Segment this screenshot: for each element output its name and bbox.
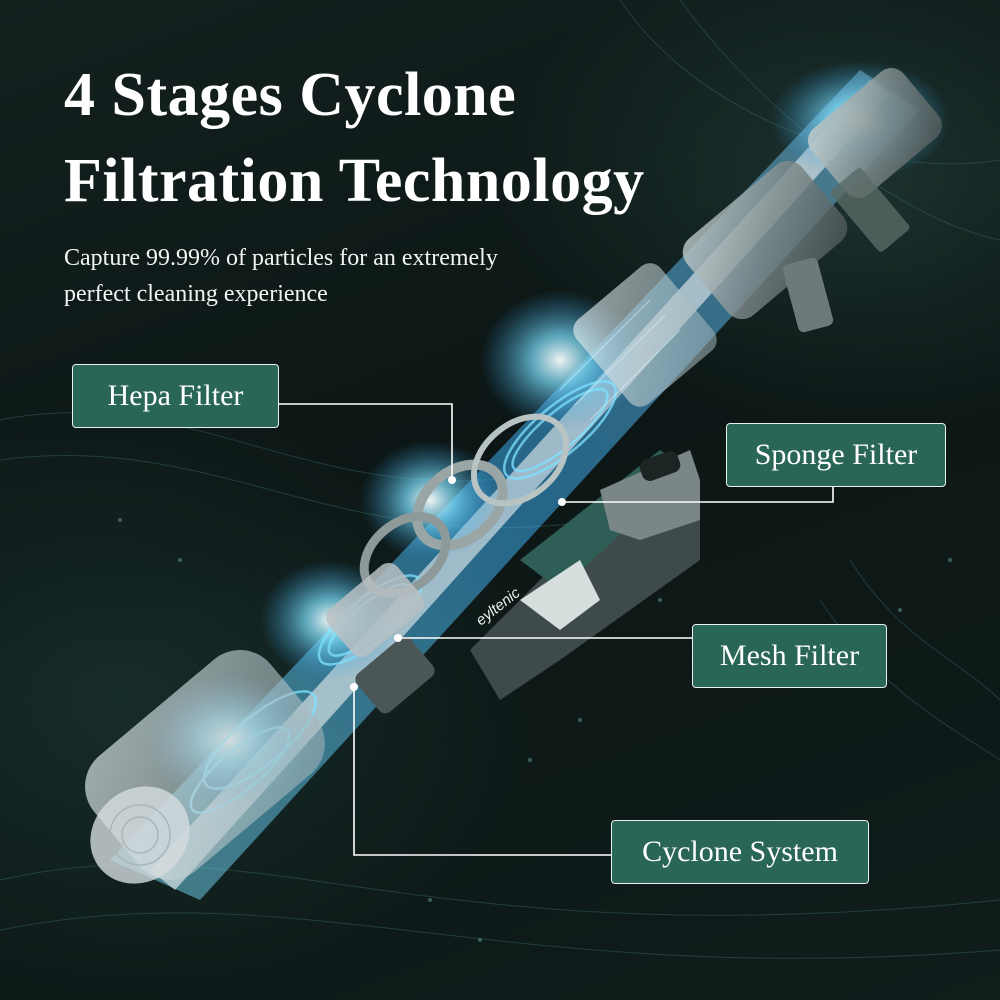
subtitle: Capture 99.99% of particles for an extre…: [64, 240, 498, 312]
subtitle-line-2: perfect cleaning experience: [64, 281, 328, 307]
title-line-2: Filtration Technology: [64, 147, 645, 215]
callout-leader-lines: [279, 403, 834, 856]
callout-anchor-dots: [350, 476, 566, 691]
vacuum-body: [470, 450, 700, 700]
subtitle-line-1: Capture 99.99% of particles for an extre…: [64, 245, 498, 271]
sponge-filter-label: Sponge Filter: [726, 423, 946, 487]
title-line-1: 4 Stages Cyclone: [64, 61, 517, 129]
page-title: 4 Stages Cyclone Filtration Technology: [64, 52, 645, 224]
background-dots: [118, 518, 952, 942]
hepa-filter-label: Hepa Filter: [72, 364, 279, 428]
motor-housing: [682, 68, 943, 333]
mesh-filter-cylinder: [326, 562, 435, 714]
dust-bin: [85, 649, 325, 884]
mesh-filter-label: Mesh Filter: [692, 624, 887, 688]
filter-cage: [559, 263, 717, 421]
cyclone-system-label: Cyclone System: [611, 820, 869, 884]
